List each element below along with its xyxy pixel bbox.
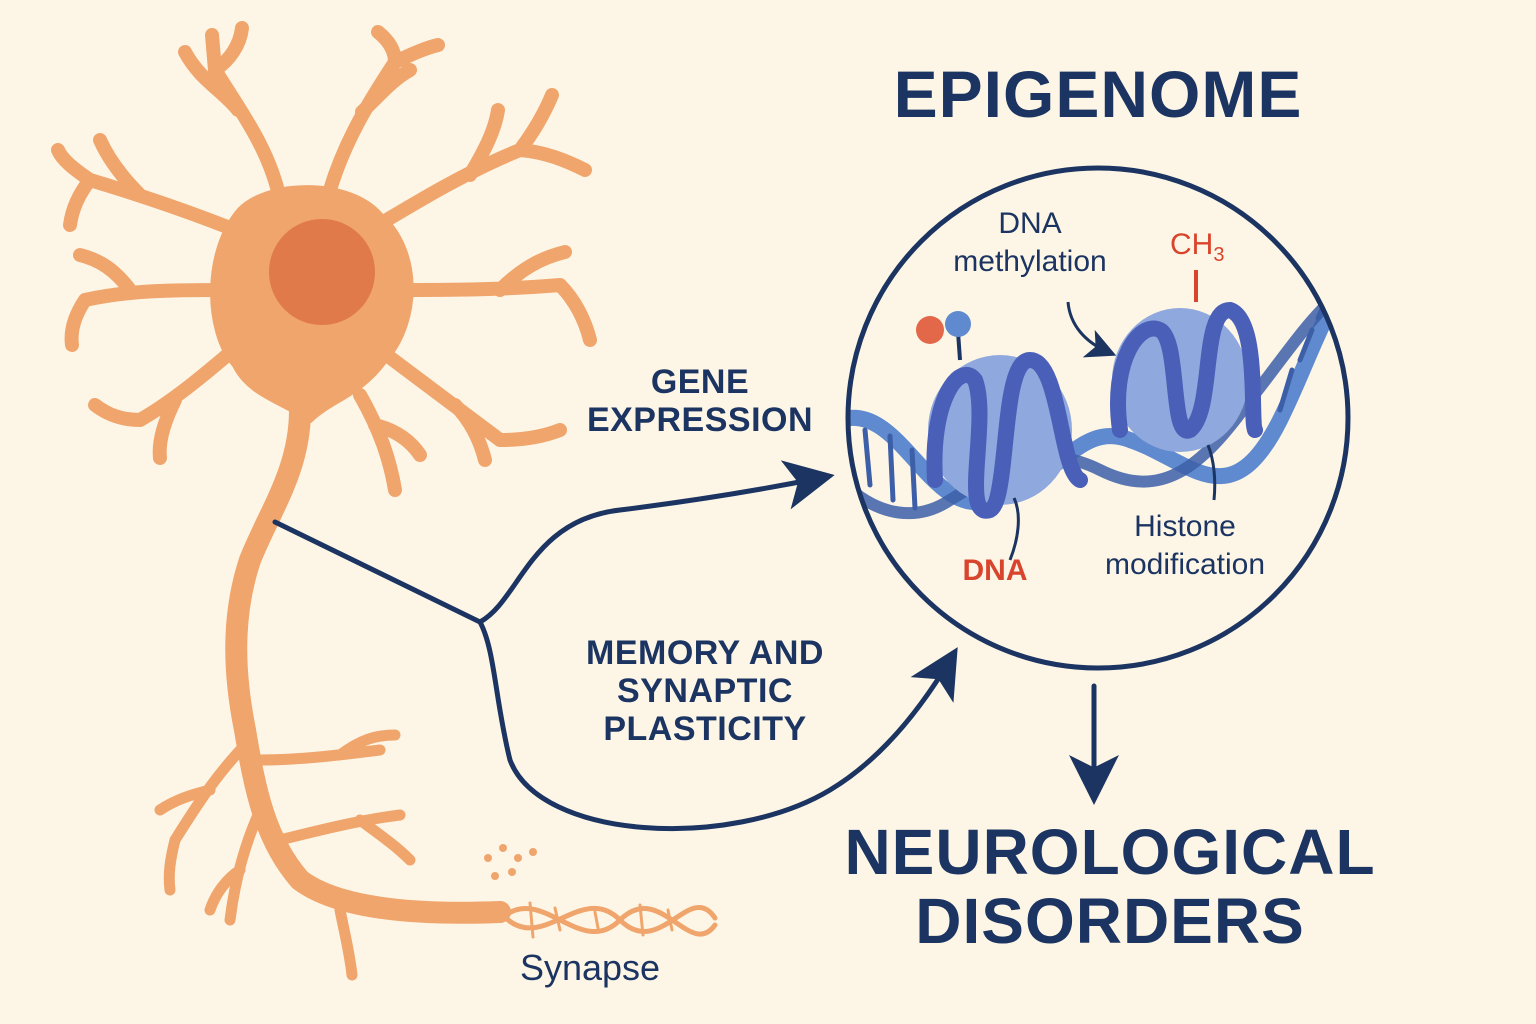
histone-line-2: modification xyxy=(1104,547,1266,581)
dendrites xyxy=(51,21,597,497)
dna-label: DNA xyxy=(962,554,1028,587)
memory-line-3: PLASTICITY xyxy=(603,710,807,749)
gene-expression-line-1: GENE xyxy=(650,363,750,401)
memory-plasticity-label: MEMORY AND SYNAPTIC PLASTICITY xyxy=(540,634,870,748)
title-epigenome: EPIGENOME xyxy=(893,57,1303,131)
axon xyxy=(225,399,511,924)
ch3-base: CH xyxy=(1170,228,1214,261)
methylation-leader xyxy=(1066,301,1117,358)
acetyl-marker xyxy=(945,311,971,337)
memory-line-1: MEMORY AND xyxy=(586,634,824,672)
synaptic-vesicles xyxy=(484,844,537,880)
synapse-label: Synapse xyxy=(519,947,661,988)
epigenome-inset xyxy=(845,165,1351,671)
gene-expression-label: GENE EXPRESSION xyxy=(555,363,845,439)
ch3-subscript: 3 xyxy=(1213,244,1225,266)
histone-leader xyxy=(1206,444,1217,501)
histone-modification-label: Histone modification xyxy=(1075,508,1295,583)
gene-expression-line-2: EXPRESSION xyxy=(586,401,814,440)
neuron-illustration xyxy=(51,21,718,981)
ch3-label: CH3 xyxy=(1170,226,1260,268)
dna-methylation-line-1: DNA xyxy=(998,207,1062,240)
outcome-title: NEUROLOGICAL DISORDERS xyxy=(830,816,1390,958)
gene-expression-arrow xyxy=(477,460,835,625)
dna-methylation-label: DNA methylation xyxy=(930,205,1130,280)
pathway-arrows xyxy=(272,460,1119,831)
synapse-helix xyxy=(497,901,718,939)
histone-line-1: Histone xyxy=(1134,510,1236,543)
dna-leader xyxy=(1008,497,1020,561)
methyl-marker xyxy=(916,316,944,344)
axon-terminals xyxy=(154,729,416,981)
nucleus xyxy=(269,219,375,325)
memory-line-2: SYNAPTIC xyxy=(617,672,793,711)
memory-arrow xyxy=(477,619,958,831)
outcome-line-1: NEUROLOGICAL xyxy=(844,816,1376,888)
dna-methylation-line-2: methylation xyxy=(953,244,1107,278)
outcome-line-2: DISORDERS xyxy=(915,885,1305,958)
axon-connector-line xyxy=(272,519,483,625)
